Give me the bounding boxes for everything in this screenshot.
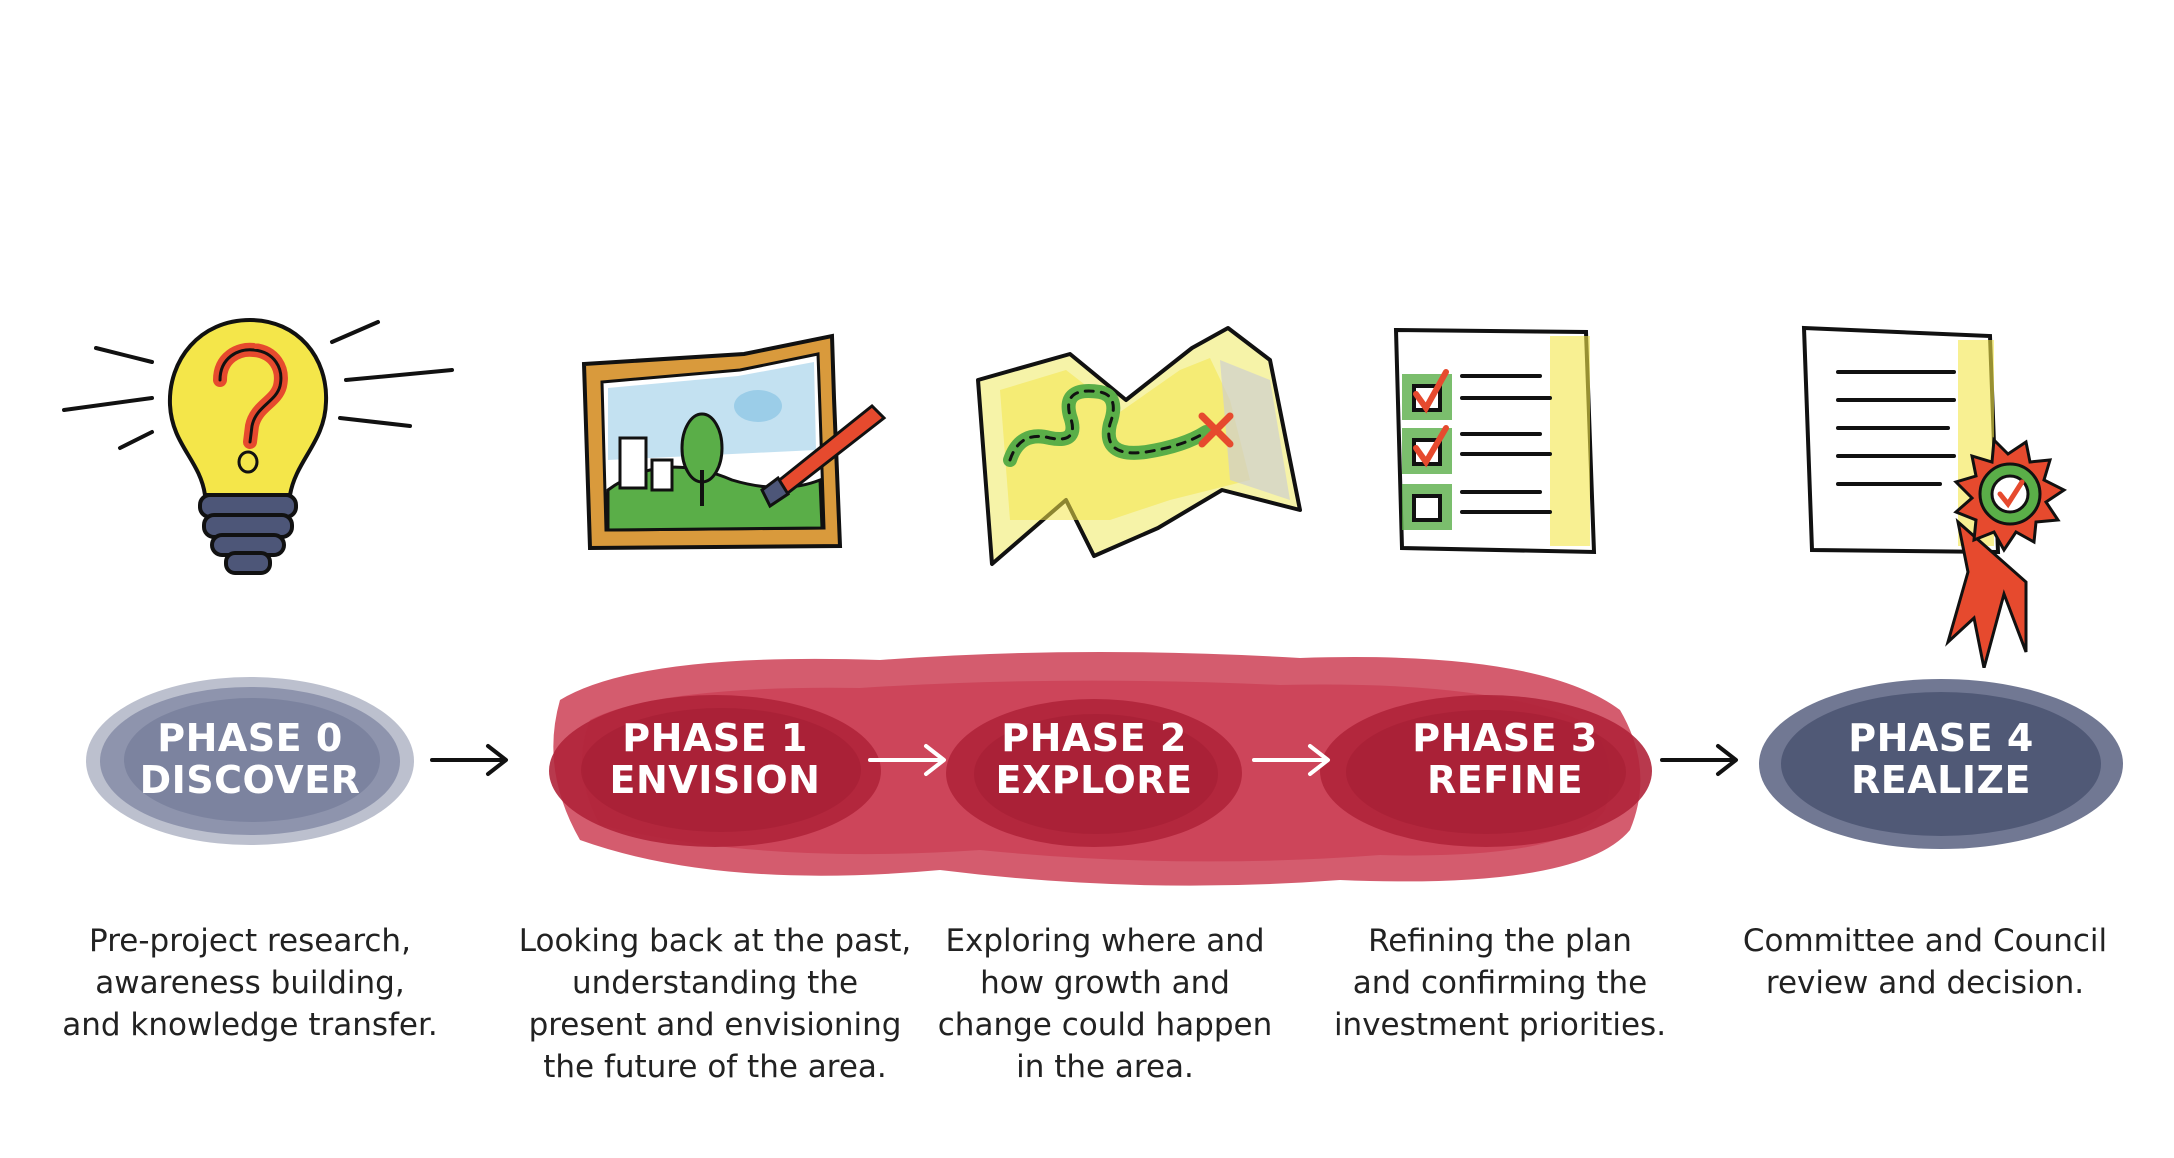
phase-4-blob: [1759, 679, 2123, 849]
arrow-icon: [868, 744, 946, 776]
phase-1-label: PHASE 1 ENVISION: [609, 716, 821, 802]
phase-3-label: PHASE 3 REFINE: [1412, 716, 1598, 802]
phase-0-description: Pre-project research, awareness building…: [62, 923, 438, 1043]
treasure-map-icon: [976, 326, 1302, 566]
phase-1-description: Looking back at the past, understanding …: [518, 923, 912, 1085]
phase-4-label: PHASE 4 REALIZE: [1848, 716, 2034, 802]
phase-0-blob: [86, 677, 414, 845]
arrow-icon: [1252, 744, 1330, 776]
arrow-icon: [1660, 744, 1738, 776]
phase-1-blob: [549, 695, 881, 847]
certificate-seal-icon: [1801, 325, 2067, 668]
phase-2-label: PHASE 2 EXPLORE: [995, 716, 1193, 802]
checklist-icon: [1393, 327, 1597, 555]
picture-frame-paintbrush-icon: [581, 333, 887, 551]
phase-2-description: Exploring where and how growth and chang…: [937, 923, 1273, 1085]
lightbulb-question-icon: [62, 317, 454, 575]
phase-2-blob: [946, 699, 1242, 847]
phase-0-label: PHASE 0 DISCOVER: [139, 716, 361, 802]
phase-4-description: Committee and Council review and decisio…: [1742, 923, 2108, 1001]
phase-3-description: Refining the plan and confirming the inv…: [1333, 923, 1667, 1043]
arrow-icon: [430, 744, 508, 776]
phase-3-blob: [1320, 695, 1652, 847]
